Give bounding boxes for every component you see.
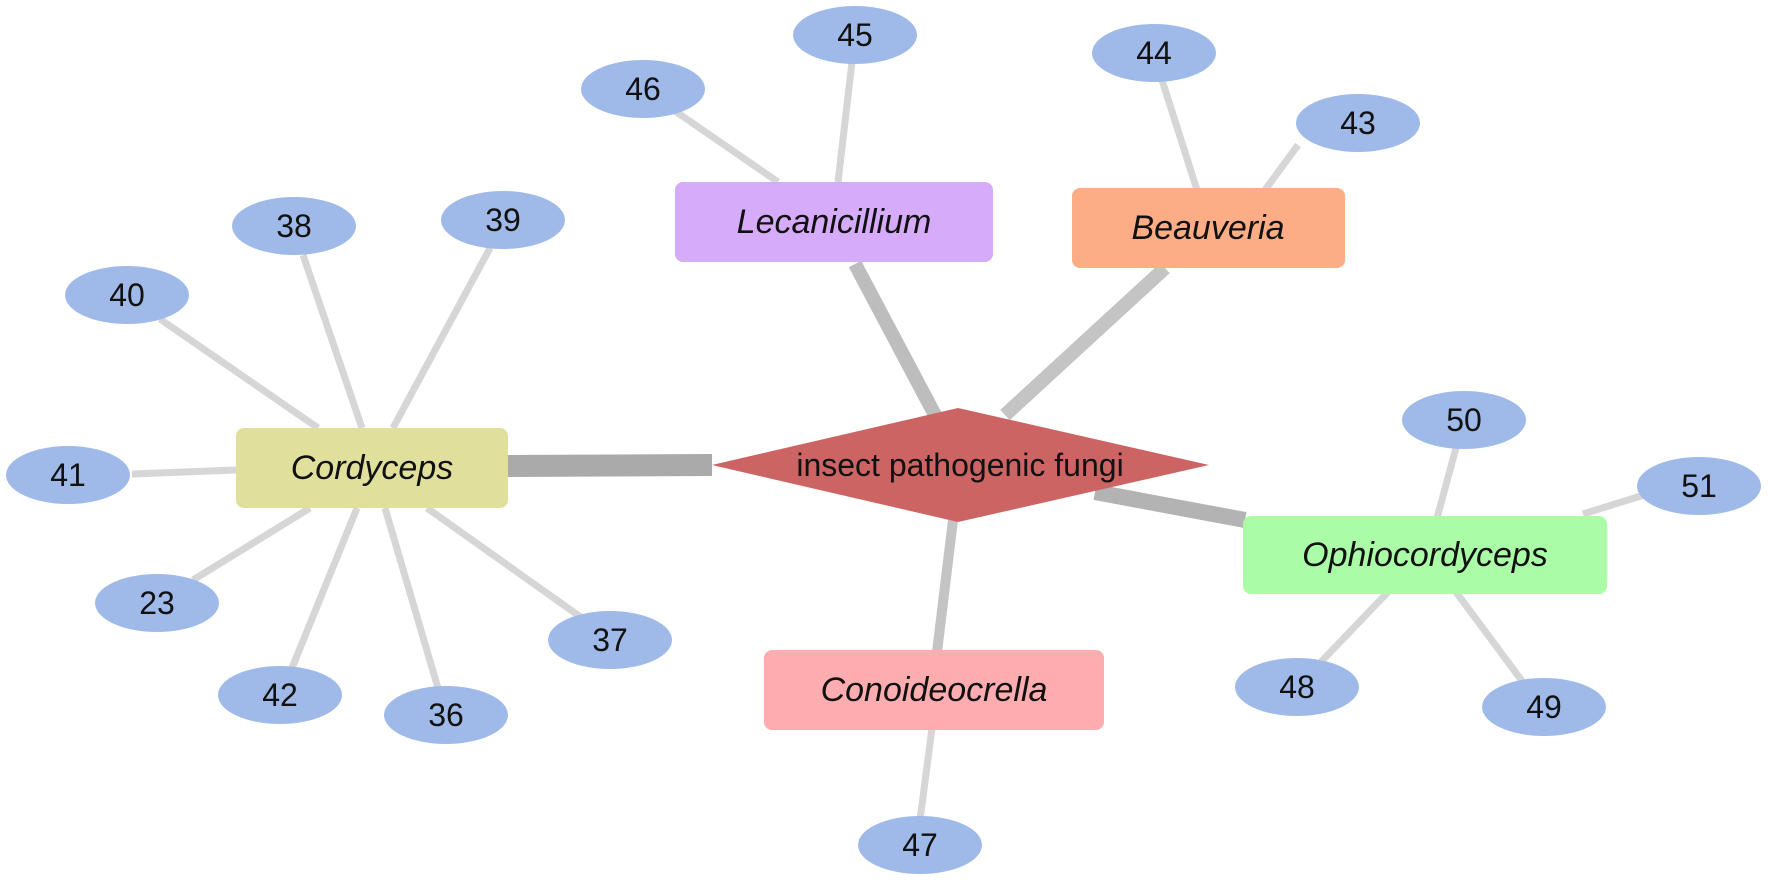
genus-label-cordyceps: Cordyceps (291, 449, 454, 487)
hub-label: insect pathogenic fungi (796, 447, 1123, 483)
edge-cordyceps-23 (191, 505, 312, 583)
edge-hub-ophiocordyceps (1093, 484, 1247, 528)
edge-hub-cordyceps (507, 454, 713, 477)
ref-label-47: 47 (902, 827, 938, 863)
edge-beauveria-43 (1262, 142, 1301, 193)
ref-ellipse-37 (548, 611, 672, 669)
edge-cordyceps-38 (299, 253, 366, 430)
ref-ellipse-38 (232, 197, 356, 255)
ref-label-50: 50 (1446, 402, 1482, 438)
genus-box-beauveria (1072, 188, 1345, 268)
ref-ellipse-45 (793, 6, 917, 64)
edge-hub-conoideocrella (932, 519, 958, 653)
ref-label-39: 39 (485, 202, 521, 238)
edge-cordyceps-39 (389, 246, 494, 430)
ref-label-45: 45 (837, 17, 873, 53)
genus-label-beauveria: Beauveria (1131, 209, 1284, 247)
ref-label-49: 49 (1526, 689, 1562, 725)
ref-node-46: 46 (581, 60, 705, 118)
genus-node-cordyceps: Cordyceps (236, 428, 508, 508)
edge-cordyceps-40 (158, 316, 320, 431)
ref-ellipse-41 (6, 446, 130, 504)
genus-box-ophiocordyceps (1243, 516, 1607, 594)
ref-node-42: 42 (218, 666, 342, 724)
edge-cordyceps-41 (131, 466, 237, 478)
ref-ellipse-47 (858, 816, 982, 874)
genus-box-lecanicillium (675, 182, 993, 262)
ref-node-49: 49 (1482, 678, 1606, 736)
ref-node-41: 41 (6, 446, 130, 504)
ref-node-36: 36 (384, 686, 508, 744)
genus-label-lecanicillium: Lecanicillium (737, 203, 932, 241)
ref-label-36: 36 (428, 697, 464, 733)
ref-ellipse-43 (1296, 94, 1420, 152)
ref-node-50: 50 (1402, 391, 1526, 449)
ref-node-47: 47 (858, 816, 982, 874)
edge-hub-lecanicillium (848, 260, 942, 419)
ref-node-44: 44 (1092, 24, 1216, 82)
ref-node-38: 38 (232, 197, 356, 255)
ref-label-38: 38 (276, 208, 312, 244)
ref-ellipse-46 (581, 60, 705, 118)
ref-label-43: 43 (1340, 105, 1376, 141)
ref-ellipse-36 (384, 686, 508, 744)
genus-node-beauveria: Beauveria (1072, 188, 1345, 268)
ref-ellipse-49 (1482, 678, 1606, 736)
ref-label-48: 48 (1279, 669, 1315, 705)
edge-ophiocordyceps-51 (1581, 491, 1646, 518)
edge-beauveria-44 (1158, 78, 1201, 192)
genus-box-cordyceps (236, 428, 508, 508)
ref-ellipse-39 (441, 191, 565, 249)
ref-label-51: 51 (1681, 468, 1717, 504)
ref-ellipse-42 (218, 666, 342, 724)
ref-node-43: 43 (1296, 94, 1420, 152)
ref-ellipse-50 (1402, 391, 1526, 449)
ref-node-48: 48 (1235, 658, 1359, 716)
ref-node-45: 45 (793, 6, 917, 64)
ref-label-40: 40 (109, 277, 145, 313)
ref-node-40: 40 (65, 266, 189, 324)
edge-cordyceps-36 (381, 507, 442, 689)
ref-label-44: 44 (1136, 35, 1172, 71)
genus-label-conoideocrella: Conoideocrella (821, 671, 1048, 709)
hub-diamond-shape (712, 408, 1209, 522)
ref-label-46: 46 (625, 71, 661, 107)
genus-node-conoideocrella: Conoideocrella (764, 650, 1104, 730)
edge-ophiocordyceps-48 (1315, 589, 1391, 668)
edge-cordyceps-37 (424, 505, 585, 621)
ref-ellipse-48 (1235, 658, 1359, 716)
ref-label-23: 23 (139, 585, 175, 621)
ref-node-23: 23 (95, 574, 219, 632)
edge-lecanicillium-45 (834, 61, 856, 183)
ref-node-39: 39 (441, 191, 565, 249)
genus-node-ophiocordyceps: Ophiocordyceps (1243, 516, 1607, 594)
ref-ellipse-51 (1637, 457, 1761, 515)
edge-lecanicillium-46 (673, 108, 780, 185)
edge-hub-beauveria (1000, 262, 1170, 421)
ref-label-41: 41 (50, 457, 86, 493)
ref-node-37: 37 (548, 611, 672, 669)
hub-node: insect pathogenic fungi (712, 408, 1209, 522)
genus-label-ophiocordyceps: Ophiocordyceps (1302, 536, 1548, 574)
edge-conoideocrella-47 (916, 727, 936, 821)
ref-ellipse-40 (65, 266, 189, 324)
edge-ophiocordyceps-49 (1453, 589, 1528, 688)
ref-node-51: 51 (1637, 457, 1761, 515)
ref-ellipse-44 (1092, 24, 1216, 82)
ref-ellipse-23 (95, 574, 219, 632)
genus-box-conoideocrella (764, 650, 1104, 730)
edge-ophiocordyceps-50 (1433, 447, 1460, 519)
ref-label-37: 37 (592, 622, 628, 658)
ref-label-42: 42 (262, 677, 298, 713)
genus-node-lecanicillium: Lecanicillium (675, 182, 993, 262)
edge-cordyceps-42 (288, 506, 361, 670)
